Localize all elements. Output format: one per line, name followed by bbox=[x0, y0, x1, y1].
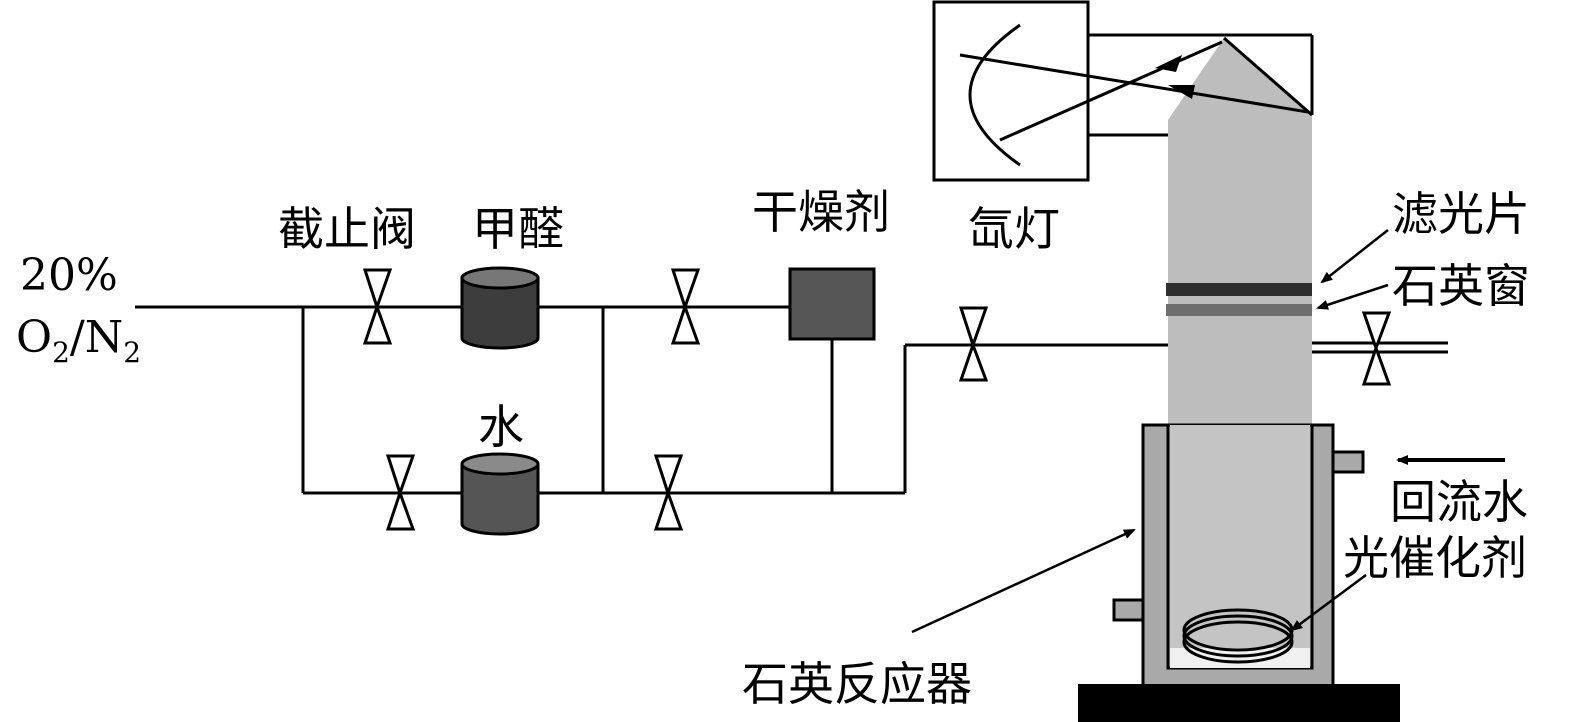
quartz-window-label: 石英窗 bbox=[1392, 259, 1530, 313]
valve-label: 截止阀 bbox=[278, 202, 416, 256]
stop-valve-lower-middle bbox=[653, 454, 684, 531]
formaldehyde-vessel bbox=[460, 266, 540, 350]
xenon-lamp bbox=[932, 0, 1090, 182]
inlet-gas-label-line2: O2/N2 bbox=[16, 312, 141, 369]
stop-valve-upper-middle bbox=[670, 268, 701, 345]
stop-valve-upper-left bbox=[362, 268, 393, 345]
stop-valve-reactor-feed bbox=[958, 306, 989, 382]
photocatalyst-label: 光催化剂 bbox=[1343, 531, 1527, 585]
quartz-reactor-label: 石英反应器 bbox=[742, 657, 972, 711]
desiccant-label: 干燥剂 bbox=[752, 185, 890, 239]
reflux-water-label: 回流水 bbox=[1390, 475, 1528, 529]
formaldehyde-label: 甲醛 bbox=[472, 202, 564, 256]
light-rays bbox=[959, 40, 1309, 142]
reflective-mirror bbox=[1223, 36, 1313, 117]
water-label: 水 bbox=[478, 400, 524, 454]
ray-arrow-2 bbox=[1155, 55, 1182, 72]
ray-arrow-1 bbox=[1168, 85, 1195, 99]
water-vessel bbox=[460, 452, 540, 536]
stop-valve-lower-left bbox=[385, 454, 416, 531]
pointer-lines bbox=[911, 229, 1389, 634]
filter-band bbox=[1166, 283, 1312, 296]
reactor-stand bbox=[1078, 684, 1400, 722]
desiccant-box bbox=[788, 267, 876, 341]
filter-label: 滤光片 bbox=[1392, 187, 1530, 241]
quartz-window-band bbox=[1166, 304, 1312, 316]
xenon-lamp-label: 氙灯 bbox=[968, 202, 1060, 256]
inlet-gas-label-line1: 20% bbox=[20, 250, 118, 301]
light-housing bbox=[1088, 33, 1314, 137]
stop-valve-outlet bbox=[1361, 311, 1392, 386]
